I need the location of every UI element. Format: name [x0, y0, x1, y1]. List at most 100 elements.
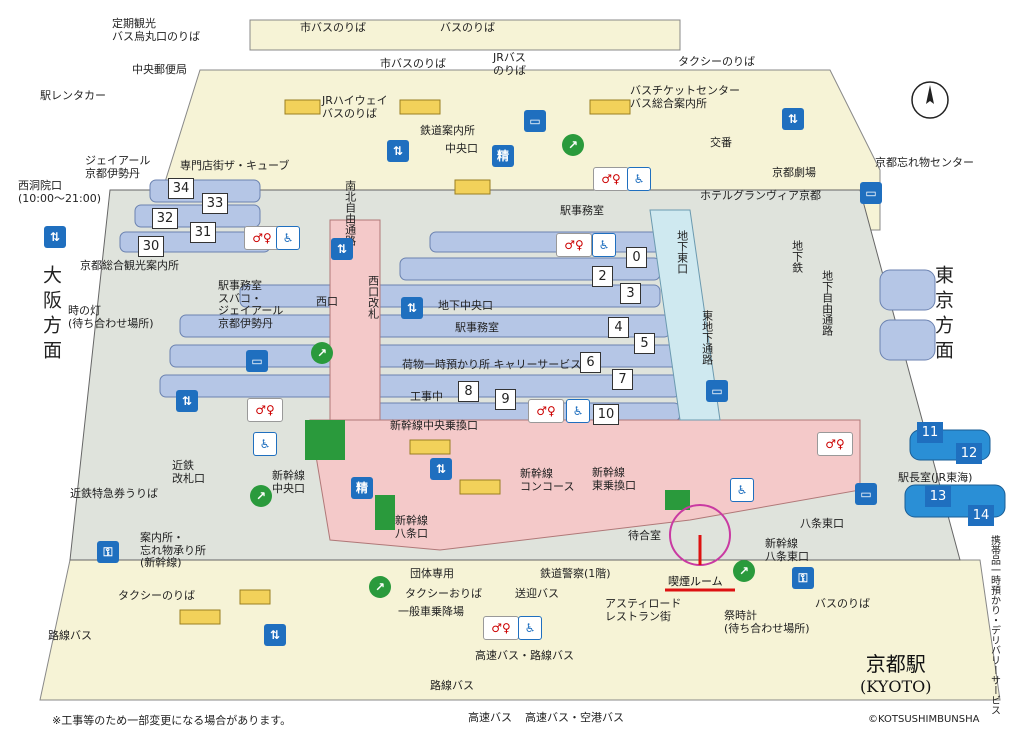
label-station-master: 駅長室(JR東海) [898, 471, 973, 484]
accessible-icon: ♿ [730, 478, 754, 502]
change-note: ※工事等のため一部変更になる場合があります。 [52, 714, 292, 727]
label-kyoto-theater: 京都劇場 [772, 166, 816, 179]
platform-2: 2 [592, 266, 613, 287]
platform-31: 31 [190, 222, 216, 243]
station-name-en: (KYOTO) [860, 677, 932, 696]
label-info-center: 鉄道案内所 [420, 124, 475, 137]
label-luggage: 荷物一時預かり所 キャリーサービス [402, 358, 582, 371]
label-kintetsu-exit: 近鉄 改札口 [172, 459, 205, 485]
label-rental-car: 駅レンタカー [40, 89, 106, 102]
label-smoking-room: 喫煙ルーム [668, 575, 723, 588]
elevator-icon: ⇅ [331, 238, 353, 260]
publisher-credit: ©KOTSUSHIMBUNSHA [868, 714, 980, 725]
label-festival-clock: 祭時計 (待ち合わせ場所) [724, 609, 810, 635]
accessible-icon: ♿ [276, 226, 300, 250]
platform-33: 33 [202, 193, 228, 214]
elevator-icon: ⇅ [264, 624, 286, 646]
label-kintetsu-tickets: 近鉄特急券うりば [70, 487, 158, 500]
label-bus-stop-1: バスのりば [440, 21, 495, 34]
label-waiting-room: 待合室 [628, 529, 661, 542]
green-window-icon: ↗ [311, 342, 333, 364]
label-central-exit: 中央口 [445, 142, 478, 155]
ticket-office-icon: 精 [492, 145, 514, 167]
station-name-jp: 京都駅 [865, 652, 926, 676]
label-delivery: 携帯品一時預かり・デリバリーサービス [988, 535, 1000, 715]
label-bus-ticket-center: バスチケットセンター バス総合案内所 [630, 84, 740, 110]
label-asty-road: アスティロード レストラン街 [605, 597, 682, 623]
label-shinkansen-hachijo-east: 新幹線 八条東口 [765, 537, 809, 563]
green-window-icon: ↗ [250, 485, 272, 507]
platform-0: 0 [626, 247, 647, 268]
label-shinkansen-central-transfer: 新幹線中央乗換口 [390, 419, 478, 432]
direction-west: 大阪方面 [40, 265, 62, 365]
platform-5: 5 [634, 333, 655, 354]
label-tour-bus: 定期観光 バス烏丸口のりば [112, 17, 200, 43]
platform-8: 8 [458, 381, 479, 402]
label-underground-east: 地下東口 [675, 230, 689, 274]
platform-9: 9 [495, 389, 516, 410]
elevator-icon: ⇅ [176, 390, 198, 412]
restroom-icon: ♂♀ [593, 167, 629, 191]
elevator-icon: ⇅ [401, 297, 423, 319]
restroom-icon: ♂♀ [556, 233, 592, 257]
direction-east: 東京方面 [932, 265, 954, 365]
elevator-icon: ⇅ [44, 226, 66, 248]
label-nishi-dori: 西洞院口 (10:00〜21:00) [18, 179, 101, 205]
label-taxi-bottom: タクシーのりば [118, 589, 195, 602]
label-taxi-top: タクシーのりば [678, 55, 755, 68]
platform-34: 34 [168, 178, 194, 199]
label-jr-bus: JRバス のりば [493, 51, 526, 77]
label-city-bus-1: 市バスのりば [300, 21, 366, 34]
accessible-icon: ♿ [253, 432, 277, 456]
label-south-north-passage: 南北自由通路 [343, 180, 357, 246]
platform-4: 4 [608, 317, 629, 338]
label-route-bus-1: 路線バス [48, 629, 92, 642]
platform-12: 12 [956, 443, 982, 464]
label-construction: 工事中 [410, 390, 443, 403]
ticket-office-icon: 精 [351, 477, 373, 499]
green-window-icon: ↗ [562, 134, 584, 156]
compass [911, 81, 949, 119]
label-hachijo-east: 八条東口 [800, 517, 844, 530]
platform-7: 7 [612, 369, 633, 390]
platform-30: 30 [138, 236, 164, 257]
label-station-office: 駅事務室 [560, 204, 604, 217]
platform-32: 32 [152, 208, 178, 229]
label-info-lost: 案内所・ 忘れ物承り所 (新幹線) [140, 531, 206, 570]
green-areas [305, 420, 690, 530]
label-bus-stop-2: バスのりば [815, 597, 870, 610]
restroom-icon: ♂♀ [244, 226, 280, 250]
accessible-icon: ♿ [592, 233, 616, 257]
label-shinkansen-concourse: 新幹線 コンコース [520, 467, 575, 493]
elevator-icon: ⇅ [782, 108, 804, 130]
platform-6: 6 [580, 352, 601, 373]
label-jr-highway-bus: JRハイウェイ バスのりば [322, 94, 388, 120]
east-underground-passage [649, 209, 721, 421]
restroom-icon: ♂♀ [817, 432, 853, 456]
ticket-machine-icon: ▭ [706, 380, 728, 402]
platform-3: 3 [620, 283, 641, 304]
label-suvaco: 駅事務室 スバコ・ ジェイアール 京都伊勢丹 [218, 279, 284, 330]
elevator-icon: ⇅ [430, 458, 452, 480]
coin-locker-icon: ⚿ [792, 567, 814, 589]
restroom-icon: ♂♀ [528, 399, 564, 423]
label-highway-airport-bus: 高速バス・空港バス [525, 711, 624, 724]
platform-13: 13 [925, 486, 951, 507]
label-shinkansen-central: 新幹線 中央口 [272, 469, 305, 495]
label-shinkansen-east-transfer: 新幹線 東乗換口 [592, 466, 636, 492]
accessible-icon: ♿ [566, 399, 590, 423]
label-underground-central: 地下中央口 [438, 299, 493, 312]
label-underground-railway: 地下鉄 [790, 240, 804, 273]
label-route-bus-2: 路線バス [430, 679, 474, 692]
ticket-machine-icon: ▭ [860, 182, 882, 204]
label-shinkansen-hachijo: 新幹線 八条口 [395, 514, 428, 540]
elevator-icon: ⇅ [387, 140, 409, 162]
label-group-only: 団体専用 [410, 567, 454, 580]
accessible-icon: ♿ [518, 616, 542, 640]
accessible-icon: ♿ [627, 167, 651, 191]
label-station-office-2: 駅事務室 [455, 321, 499, 334]
escalators [179, 99, 631, 625]
label-east-underground-passage: 東地下通路 [700, 310, 714, 365]
restroom-icon: ♂♀ [483, 616, 519, 640]
